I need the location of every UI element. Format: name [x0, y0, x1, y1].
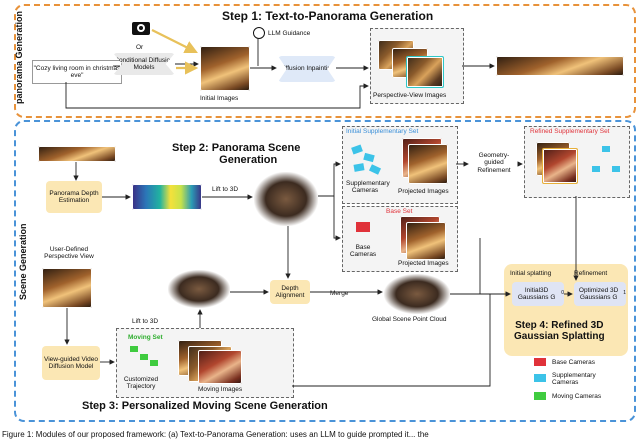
initial-3d-gaussians-sub: 0	[561, 290, 564, 297]
moving-image-3	[198, 350, 242, 384]
initial-images-label: Initial Images	[200, 95, 239, 102]
legend-moving-icon	[534, 392, 546, 400]
moving-images-label: Moving Images	[198, 386, 243, 393]
arrow-prompt-feedback	[65, 82, 369, 109]
perspective-image-3	[406, 56, 444, 88]
moving-point-cloud	[168, 270, 230, 308]
legend-supplementary-label: Supplementary Cameras	[552, 372, 596, 387]
customized-trajectory-label: Customized Trajectory	[123, 376, 159, 390]
optimized-3d-gaussians-sub: 1	[623, 290, 626, 297]
step4-title-line1: Step 4: Refined 3D	[515, 320, 604, 331]
legend-base-label: Base Cameras	[552, 359, 595, 366]
global-point-cloud-label: Global Scene Point Cloud	[372, 316, 447, 323]
step2-title-line1: Step 2: Panorama Scene	[172, 142, 301, 154]
legend-base-icon	[534, 358, 546, 366]
projected-image-b2	[406, 222, 446, 260]
llm-guidance-label: LLM Guidance	[268, 30, 311, 37]
global-point-cloud	[384, 274, 450, 314]
merge-label: Merge	[330, 290, 349, 297]
initial-splatting-label: Initial splatting	[510, 270, 552, 277]
optimized-3d-gaussians: Optimized 3D Gaussians G 1	[574, 282, 626, 306]
step4-title: Step 4: Refined 3D Gaussian Splatting	[514, 320, 605, 342]
text-prompt: "Cozy living room in christmas eve"	[32, 60, 122, 84]
user-defined-view-label: User-Defined Perspective View	[44, 246, 94, 260]
yellow-arrow-camera	[151, 29, 198, 53]
video-diffusion-model: View-guided Video Diffusion Model	[42, 346, 100, 380]
moving-set-label: Moving Set	[128, 334, 163, 341]
panorama-generation-panel	[14, 4, 636, 118]
legend-moving-label: Moving Cameras	[552, 393, 602, 400]
refined-cameras-icon	[590, 146, 622, 176]
initial-supplementary-set-label: Initial Supplementary Set	[346, 128, 419, 135]
optimized-3d-gaussians-text: Optimized 3D Gaussians G	[578, 286, 619, 301]
scene-generation-panel	[14, 120, 636, 422]
step4-title-line2: Gaussian Splatting	[514, 331, 605, 342]
user-view-image	[42, 268, 92, 308]
depth-alignment: Depth Alignment	[270, 280, 310, 304]
figure-caption: Figure 1: Modules of our proposed framew…	[2, 430, 429, 439]
projected-image-a2	[408, 144, 448, 184]
base-set-label: Base Set	[386, 208, 413, 215]
perspective-view-images-label: Perspective-View Images	[373, 92, 447, 99]
projected-images-label-a: Projected Images	[398, 188, 449, 195]
initial-image	[200, 46, 250, 91]
base-cameras-icon	[356, 222, 370, 232]
base-cameras-label: Base Cameras	[349, 244, 377, 258]
lift-to-3d-label-a: Lift to 3D	[212, 186, 239, 193]
gaussian-splatting-area	[504, 264, 628, 356]
panorama-depth-estimation: Panorama Depth Estimation	[46, 181, 102, 213]
supplementary-cameras-label: Supplementary Cameras	[346, 180, 390, 194]
diffusion-inpainting: Diffusion Inpainting	[278, 56, 336, 82]
step3-title: Step 3: Personalized Moving Scene Genera…	[82, 400, 328, 412]
step2-title: Step 2: Panorama Scene Generation	[172, 142, 300, 166]
lift-to-3d-label-b: Lift to 3D	[132, 318, 159, 325]
arrow-cloud-to-base	[333, 196, 341, 241]
llm-guidance-icon	[253, 27, 265, 39]
camera-icon	[132, 22, 150, 35]
arrow-cloud-to-sets	[318, 161, 341, 197]
step2-title-line2: Generation	[219, 154, 278, 166]
refined-image-2	[542, 148, 578, 184]
arrow-moving-to-splat	[292, 294, 491, 387]
depth-map	[132, 184, 202, 210]
step1-title: Step 1: Text-to-Panorama Generation	[222, 9, 434, 23]
panorama-point-cloud	[254, 172, 318, 226]
projected-images-label-b: Projected Images	[398, 260, 449, 267]
geometry-guided-refinement: Geometry-guided Refinement	[477, 151, 511, 174]
or-label: Or	[136, 44, 144, 51]
refinement-label: Refinement	[574, 270, 608, 277]
refined-supplementary-set-label: Refined Supplementary Set	[530, 128, 610, 135]
input-panorama	[38, 146, 116, 162]
conditional-diffusion-models: Conditional Diffusion Models	[113, 53, 175, 75]
initial-3d-gaussians-text: Initial3D Gaussians G	[517, 286, 556, 301]
output-panorama	[496, 56, 624, 76]
initial-3d-gaussians: Initial3D Gaussians G 0	[512, 282, 564, 306]
moving-cameras-icon	[130, 346, 166, 370]
legend-supplementary-icon	[534, 374, 546, 382]
